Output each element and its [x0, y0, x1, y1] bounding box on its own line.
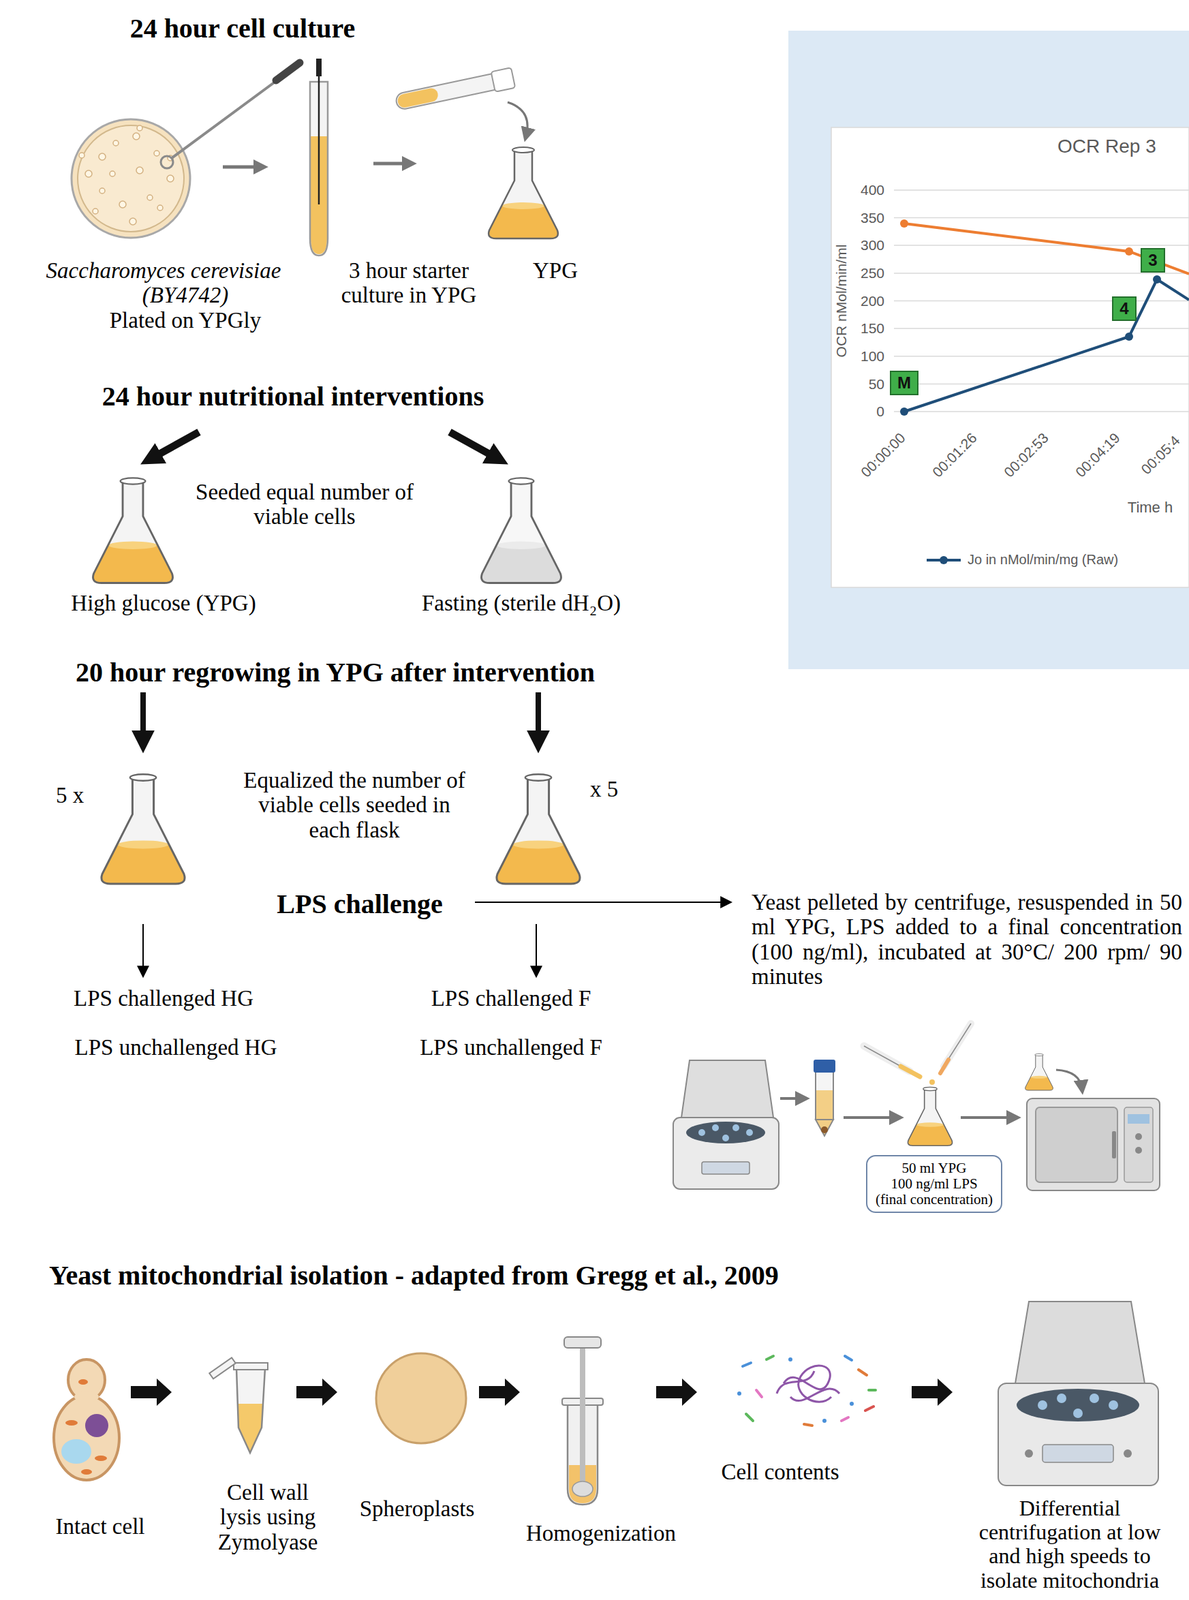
section-heading: LPS challenge — [223, 889, 497, 920]
box-text: 100 ng/ml LPS — [874, 1176, 995, 1192]
group-label: LPS unchallenged F — [374, 1035, 648, 1060]
marker-box: 4 — [1112, 296, 1136, 321]
step-label: Cell contents — [691, 1459, 869, 1485]
axis-tick: 0 — [876, 403, 885, 420]
step-label: Cell wall lysis using Zymolyase — [208, 1479, 328, 1555]
condition-label: Fasting (sterile dH₂O) — [378, 590, 665, 616]
marker-box: 3 — [1140, 248, 1165, 273]
strain-label: (BY4742) — [83, 282, 288, 308]
group-label: LPS unchallenged HG — [25, 1035, 326, 1060]
medium-label: YPG — [514, 258, 597, 283]
legend-text: Jo in nMol/min/mg (Raw) — [967, 551, 1119, 567]
note-label: Seeded equal number of viable cells — [175, 479, 435, 530]
box-text: (final concentration) — [874, 1191, 995, 1208]
axis-tick: 350 — [860, 209, 885, 226]
section-heading: Yeast mitochondrial isolation - adapted … — [49, 1260, 779, 1291]
axis-tick: 400 — [860, 181, 885, 198]
species-label: Saccharomyces cerevisiae — [6, 258, 321, 283]
section-heading: 24 hour cell culture — [4, 13, 482, 44]
group-label: LPS challenged HG — [17, 985, 311, 1011]
group-label: LPS challenged F — [374, 985, 648, 1011]
axis-tick: 300 — [860, 237, 885, 253]
chart-title: OCR Rep 3 — [1057, 136, 1157, 158]
step-label: Intact cell — [11, 1514, 189, 1539]
axis-tick: 100 — [860, 348, 885, 364]
axis-tick: 250 — [860, 265, 885, 281]
axis-title: Time h — [1127, 499, 1173, 516]
section-heading: 24 hour nutritional interventions — [13, 381, 573, 412]
marker-box: M — [889, 370, 919, 396]
section-heading: 20 hour regrowing in YPG after intervent… — [8, 657, 663, 688]
count-label: x 5 — [590, 776, 619, 802]
axis-title: OCR nMol/min/ml — [833, 244, 849, 358]
protocol-note: Yeast pelleted by centrifuge, resuspende… — [751, 889, 1183, 989]
axis-tick: 150 — [860, 320, 885, 336]
step-label: Spheroplasts — [338, 1496, 496, 1521]
condition-label: High glucose (YPG) — [20, 590, 307, 616]
note-label: Equalized the number of viable cells see… — [242, 767, 467, 843]
recipe-box: 50 ml YPG100 ng/ml LPS(final concentrati… — [866, 1154, 1003, 1213]
step-label: Differential centrifugation at low and h… — [967, 1496, 1172, 1593]
plate-label: Plated on YPGly — [62, 307, 308, 333]
count-label: 5 x — [55, 782, 84, 808]
marker-text: 4 — [1119, 299, 1129, 319]
axis-tick: 200 — [860, 292, 885, 309]
step-label: 3 hour starter culture in YPG — [340, 258, 477, 308]
step-label: Homogenization — [512, 1520, 690, 1546]
box-text: 50 ml YPG — [874, 1160, 995, 1177]
axis-tick: 50 — [868, 376, 885, 392]
marker-text: 3 — [1148, 250, 1157, 270]
marker-text: M — [897, 373, 911, 393]
